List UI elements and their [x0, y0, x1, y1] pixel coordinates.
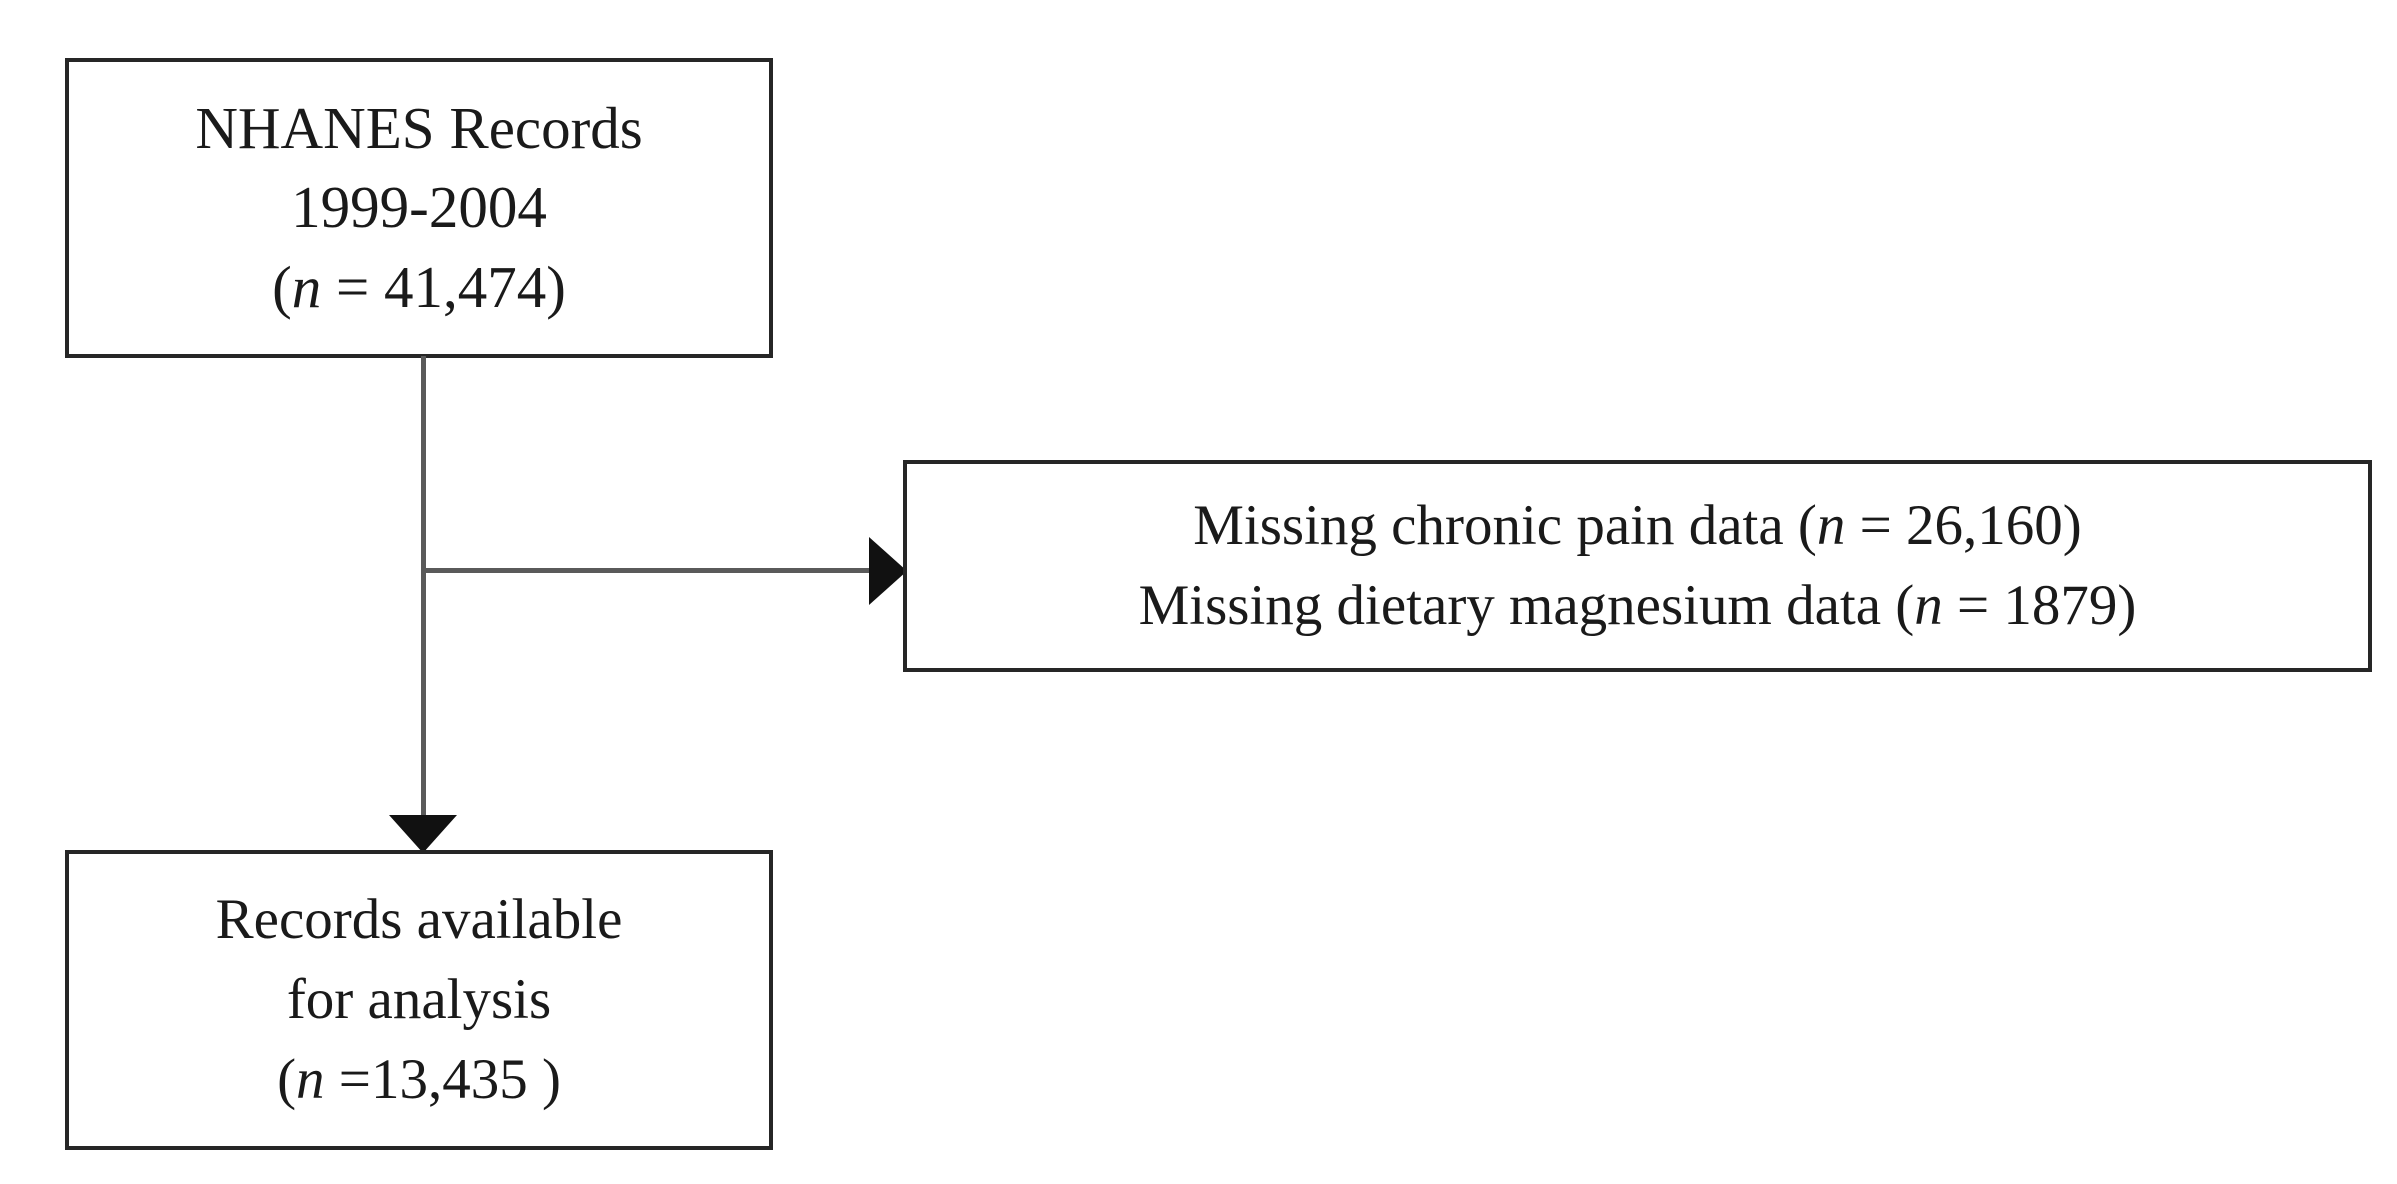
- arrow-down-icon: [389, 815, 457, 853]
- paren-open: (: [277, 1047, 297, 1111]
- source-records-count: (n = 41,474): [272, 248, 566, 327]
- n-symbol: n: [296, 1047, 325, 1111]
- n-value: = 41,474): [321, 253, 566, 320]
- excluded-magnesium-count: = 1879): [1942, 574, 2137, 637]
- excluded-magnesium-label: Missing dietary magnesium data (: [1138, 574, 1915, 637]
- horizontal-connector-line: [423, 568, 899, 573]
- analysis-records-box: Records available for analysis (n =13,43…: [65, 850, 773, 1150]
- arrow-right-icon: [869, 537, 907, 605]
- vertical-connector-line: [421, 356, 426, 850]
- analysis-records-title: Records available: [215, 888, 623, 952]
- n-symbol: n: [291, 253, 322, 320]
- source-records-box: NHANES Records 1999-2004 (n = 41,474): [65, 58, 773, 358]
- n-symbol: n: [1816, 494, 1846, 558]
- excluded-magnesium-line: Missing dietary magnesium data (n = 1879…: [1139, 566, 2137, 646]
- source-records-years: 1999-2004: [291, 174, 547, 241]
- excluded-chronic-pain-label: Missing chronic pain data (: [1193, 494, 1817, 558]
- n-symbol: n: [1914, 574, 1943, 637]
- n-value: =13,435 ): [324, 1047, 561, 1111]
- source-records-title: NHANES Records: [195, 95, 643, 162]
- paren-open: (: [272, 253, 292, 320]
- excluded-chronic-pain-line: Missing chronic pain data (n = 26,160): [1193, 486, 2082, 566]
- excluded-chronic-pain-count: = 26,160): [1845, 494, 2082, 558]
- analysis-records-subtitle: for analysis: [286, 968, 552, 1032]
- analysis-records-count: (n =13,435 ): [277, 1040, 561, 1120]
- excluded-records-box: Missing chronic pain data (n = 26,160) M…: [903, 460, 2372, 672]
